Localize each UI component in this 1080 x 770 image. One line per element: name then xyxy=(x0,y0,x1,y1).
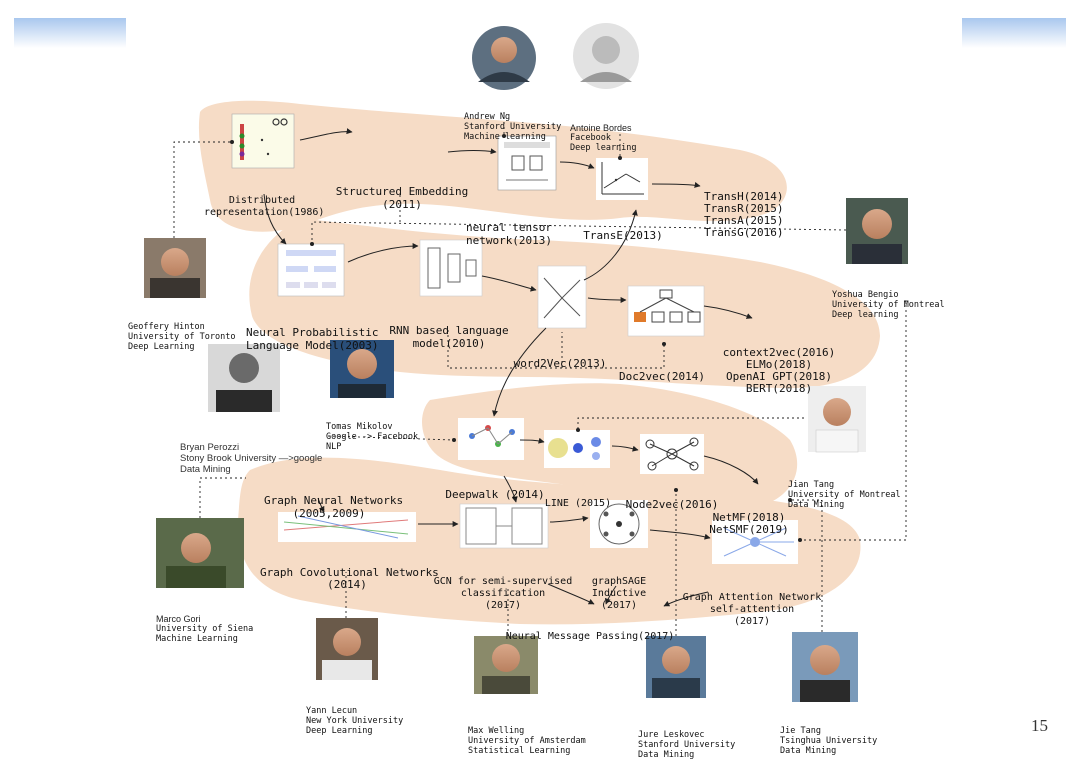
figure-ntn xyxy=(497,135,557,191)
portrait-antoine-bordes xyxy=(573,23,639,89)
portrait-gori xyxy=(156,518,244,588)
node-doc2vec: Doc2vec(2014) xyxy=(618,370,706,383)
portrait-jian-tang xyxy=(808,386,866,453)
figure-distributed xyxy=(231,113,295,169)
figure-rnnlm xyxy=(419,239,483,297)
figure-doc2vec xyxy=(627,285,705,337)
portrait-perozzi xyxy=(208,344,280,412)
figure-gconv xyxy=(278,512,416,542)
solid-arrows xyxy=(263,128,759,607)
figure-word2vec xyxy=(537,265,587,329)
node-gnn: Graph Neural Networks(2005,2009) xyxy=(264,494,404,520)
portrait-lecun xyxy=(316,618,378,680)
node-deepwalk: Deepwalk (2014) xyxy=(445,488,545,501)
figure-gcn xyxy=(459,503,549,549)
portrait-jie-tang xyxy=(792,632,858,702)
node-transe: TransE(2013) xyxy=(583,229,663,242)
node-transx: TransH(2014)TransR(2015)TransA(2015)Tran… xyxy=(704,190,784,239)
node-line: LINE (2015) xyxy=(544,498,612,509)
portrait-welling xyxy=(474,636,538,694)
figure-transe xyxy=(596,158,648,200)
portrait-andrew-ng xyxy=(472,26,536,90)
node-neural-message-passing: Neural Message Passing(2017) xyxy=(505,631,675,642)
portrait-leskovec xyxy=(646,636,706,698)
figure-gat xyxy=(712,520,798,564)
portrait-bengio xyxy=(846,198,908,264)
page-number: 15 xyxy=(1031,716,1048,735)
figure-nplm xyxy=(277,243,345,297)
portrait-hinton xyxy=(144,238,206,298)
node-node2vec: Node2vec(2016) xyxy=(625,498,719,511)
node-context-models: context2vec(2016)ELMo(2018)OpenAI GPT(20… xyxy=(722,346,836,395)
highlight-ribbon xyxy=(198,100,881,625)
node-structured-embedding: Structured Embedding(2011) xyxy=(335,185,469,211)
paper-figures xyxy=(231,113,798,564)
figure-graphsage xyxy=(590,500,648,548)
node-graph-convolutional: Graph Covolutional Networks(2014) xyxy=(260,566,439,591)
figure-deepwalk xyxy=(458,418,524,460)
portraits xyxy=(144,23,908,702)
header-band-left xyxy=(14,18,126,48)
portrait-mikolov xyxy=(330,340,394,398)
figure-node2vec xyxy=(640,434,704,474)
dashed-connectors xyxy=(173,112,907,636)
node-word2vec: word2Vec(2013) xyxy=(513,357,607,370)
header-band-right xyxy=(962,18,1066,48)
figure-line xyxy=(544,430,610,468)
node-netmf: NetMF(2018)NetSMF(2019) xyxy=(709,511,789,536)
